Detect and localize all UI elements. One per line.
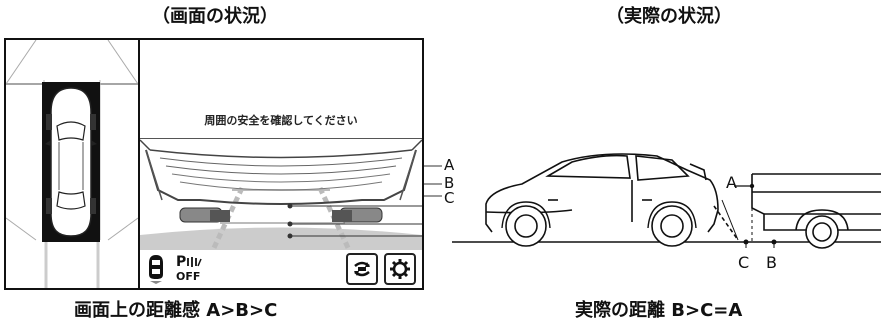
top-view [6, 40, 138, 288]
left-heading: （画面の状況） [152, 6, 278, 27]
view-divider [138, 40, 140, 288]
settings-button[interactable] [384, 253, 416, 285]
left-label-a: A [444, 156, 455, 174]
safety-banner: 周囲の安全を確認してください [204, 114, 358, 127]
car-top-view-icon [42, 82, 100, 242]
banner-underline [140, 138, 422, 139]
left-caption: 画面上の距離感 A>B>C [74, 300, 278, 321]
label-leaders [424, 165, 442, 197]
right-label-a: A [726, 173, 737, 192]
rear-camera-view [140, 139, 422, 250]
parking-sensor-state: OFF [176, 270, 201, 283]
real-situation-diagram [452, 153, 881, 249]
camera-switch-icon [354, 261, 370, 277]
parking-sensor-icon[interactable]: P OFF [176, 254, 216, 286]
parking-sensor-symbol: P [176, 254, 187, 270]
screen-panel: 周囲の安全を確認してください P OFF [4, 38, 424, 290]
right-label-c: C [738, 253, 750, 272]
left-label-b: B [444, 174, 455, 192]
camera-switch-button[interactable] [346, 253, 378, 285]
suv-car-icon [485, 153, 739, 241]
left-label-c: C [444, 189, 455, 207]
settings-gear-icon [390, 259, 410, 279]
sensor-waves-icon [187, 257, 202, 267]
right-caption: 実際の距離 B>C=A [575, 300, 743, 321]
car-status-icon [149, 255, 163, 284]
suv-wheels [505, 205, 693, 247]
right-heading: （実際の状況） [606, 6, 732, 27]
right-label-b: B [766, 253, 777, 272]
